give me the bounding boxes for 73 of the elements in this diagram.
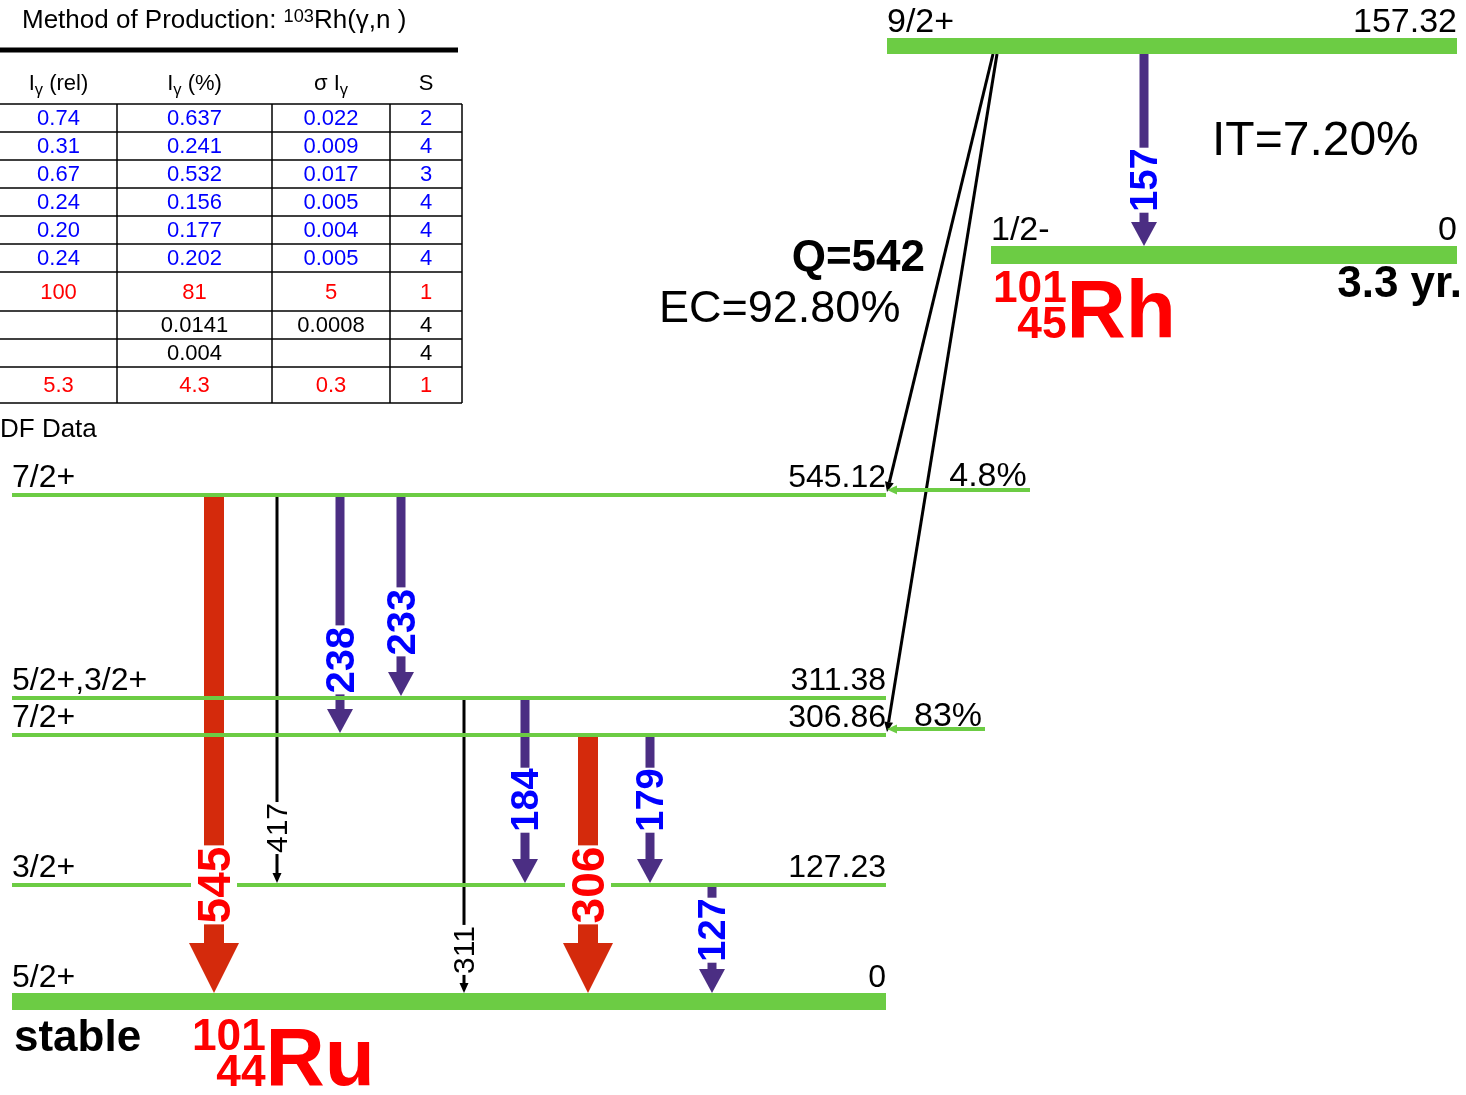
table-value: 4: [419, 191, 433, 213]
table-value: 0.532: [166, 163, 223, 185]
edge-label: 306: [565, 845, 611, 925]
spin-parity-label: 7/2+: [12, 700, 76, 732]
energy-label: 127.23: [788, 850, 886, 882]
table-value: 4.3: [179, 374, 210, 396]
q-value-label: Q=542: [791, 234, 925, 278]
table-value: 4: [419, 135, 433, 157]
energy-label: 0: [1438, 211, 1457, 245]
spin-parity-label: 1/2-: [991, 211, 1050, 245]
spin-parity-label: 5/2+,3/2+: [12, 663, 148, 695]
arrow: [887, 485, 1030, 495]
table-value: 0.3: [315, 374, 347, 396]
branching-label: EC=92.80%: [659, 284, 901, 329]
note-text: DF Data: [0, 415, 97, 441]
spin-parity-label: 7/2+: [12, 460, 76, 492]
table-value: 0.67: [37, 163, 80, 185]
table-value: 4: [419, 219, 433, 241]
table-value: 0.0008: [297, 314, 365, 336]
energy-label: 545.12: [788, 460, 886, 492]
energy-level-bar: [12, 733, 886, 737]
table-value: 0.20: [37, 219, 80, 241]
table-value: 4: [419, 314, 433, 336]
table-value: 0.31: [37, 135, 80, 157]
energy-label: 311.38: [790, 663, 886, 695]
table-value: 100: [40, 280, 77, 303]
table-value: 0.24: [37, 247, 80, 269]
energy-level-bar: [887, 38, 1457, 54]
arrow: [887, 724, 985, 734]
table-value: 2: [419, 107, 433, 129]
table-value: 0.0141: [160, 314, 229, 336]
energy-level-bar: [12, 493, 886, 497]
energy-label: 0: [868, 960, 886, 992]
table-value: 81: [182, 280, 207, 303]
branching-label: IT=7.20%: [1212, 115, 1419, 163]
energy-level-bar: [991, 246, 1457, 264]
table-value: 0.241: [166, 135, 223, 157]
edge-label: 4.8%: [948, 457, 1028, 491]
table-value: 0.004: [166, 342, 223, 364]
column-header: S: [418, 72, 434, 94]
edge-label: 545: [191, 845, 237, 925]
table-value: 4: [419, 247, 433, 269]
table-value: 0.004: [303, 219, 359, 241]
table-value: 1: [419, 374, 433, 396]
table-value: 0.005: [303, 191, 359, 213]
half-life-label: 3.3 yr.: [1337, 260, 1462, 304]
spin-parity-label: 5/2+: [12, 960, 76, 992]
table-value: 0.177: [166, 219, 223, 241]
table-value: 3: [419, 163, 433, 185]
table-value: 0.005: [303, 247, 359, 269]
table-value: 4: [419, 342, 433, 364]
table-value: 0.156: [166, 191, 223, 213]
energy-label: 157.32: [1353, 3, 1457, 37]
table-value: 0.74: [37, 107, 80, 129]
table-value: 0.202: [166, 247, 223, 269]
spin-parity-label: 9/2+: [887, 3, 955, 37]
arrow: [884, 53, 999, 732]
half-life-label: stable: [14, 1014, 142, 1058]
spin-parity-label: 3/2+: [12, 850, 76, 882]
table-value: 5: [324, 280, 338, 303]
energy-label: 306.86: [788, 700, 886, 732]
table-value: 0.017: [303, 163, 359, 185]
table-value: 0.009: [303, 135, 359, 157]
table-value: 5.3: [43, 374, 74, 396]
table-value: 0.24: [37, 191, 80, 213]
production-method-text: Method of Production: $^{103}$Rh(γ,n ): [22, 6, 407, 32]
edge-label: 83%: [912, 697, 984, 731]
table-value: 1: [419, 280, 433, 303]
table-value: 0.022: [303, 107, 359, 129]
energy-level-bar: [12, 993, 886, 1010]
energy-level-bar: [12, 696, 886, 700]
table-value: 0.637: [166, 107, 223, 129]
arrow: [885, 53, 995, 492]
